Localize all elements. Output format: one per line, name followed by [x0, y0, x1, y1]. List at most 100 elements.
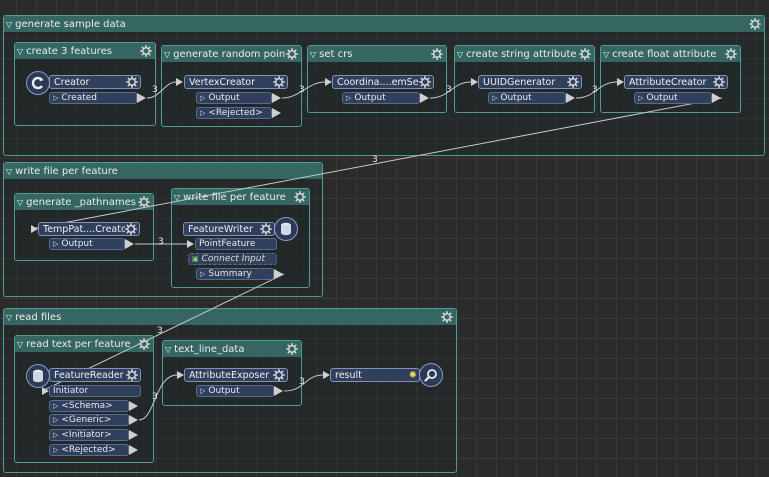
input-arrow-icon[interactable]: [176, 78, 183, 86]
output-arrow-icon[interactable]: [125, 239, 134, 249]
featurewriter-connect-input-port[interactable]: ▣ Connect Input: [188, 253, 277, 265]
bookmark-header[interactable]: ▽ generate _pathnames: [15, 194, 153, 210]
output-arrow-icon[interactable]: [129, 430, 138, 440]
temppathname-creator-transformer[interactable]: TempPat....Creator: [38, 222, 140, 236]
vertexcreator-transformer[interactable]: VertexCreator: [184, 75, 288, 89]
gear-icon[interactable]: [286, 48, 298, 60]
gear-icon[interactable]: [140, 45, 152, 57]
collapse-icon[interactable]: ▽: [310, 49, 317, 59]
bookmark-header[interactable]: ▽ text_line_data: [163, 341, 301, 357]
output-arrow-icon[interactable]: [274, 269, 283, 279]
gear-icon[interactable]: [294, 191, 306, 203]
input-arrow-icon[interactable]: [617, 78, 624, 86]
input-arrow-icon[interactable]: [187, 240, 194, 248]
coordinate-setter-output-port[interactable]: ▷ Output: [342, 92, 429, 104]
magnifier-icon[interactable]: [419, 363, 443, 387]
collapse-icon[interactable]: ▽: [164, 49, 171, 59]
output-arrow-icon[interactable]: [272, 93, 281, 103]
bookmark-header[interactable]: ▽ write file per feature: [4, 163, 322, 179]
attributecreator-transformer[interactable]: AttributeCreator: [624, 75, 728, 89]
bookmark-header[interactable]: ▽ generate sample data: [4, 16, 764, 32]
vertexcreator-output-port[interactable]: ▷ Output: [196, 92, 281, 104]
creator-output-port-created[interactable]: ▷ Created: [49, 92, 146, 104]
featurereader-rejected-port[interactable]: ▷ <Rejected>: [49, 444, 138, 456]
bookmark-header[interactable]: ▽ create 3 features: [15, 43, 155, 59]
uuidgenerator-output-port[interactable]: ▷ Output: [488, 92, 575, 104]
collapse-icon[interactable]: ▽: [174, 192, 181, 202]
transformer-name: UUIDGenerator: [483, 76, 556, 88]
output-arrow-icon[interactable]: [420, 93, 429, 103]
bookmark-header[interactable]: ▽ write file per feature: [172, 189, 309, 205]
bookmark-header[interactable]: ▽ create string attribute: [455, 46, 594, 62]
collapse-icon[interactable]: ▽: [603, 49, 610, 59]
bookmark-header[interactable]: ▽ set crs: [308, 46, 446, 62]
collapse-icon[interactable]: ▽: [17, 197, 24, 207]
gear-icon[interactable]: [441, 311, 453, 323]
collapse-icon[interactable]: ▽: [17, 339, 24, 349]
gear-icon[interactable]: [286, 343, 298, 355]
featurereader-initiator-output-port[interactable]: ▷ <Initiator>: [49, 429, 138, 441]
attributecreator-output-port[interactable]: ▷ Output: [634, 92, 721, 104]
collapse-icon[interactable]: ▽: [165, 344, 172, 354]
gear-icon[interactable]: [138, 196, 150, 208]
input-arrow-icon[interactable]: [471, 78, 478, 86]
output-arrow-icon[interactable]: [712, 93, 721, 103]
bookmark-header[interactable]: ▽ read files: [4, 309, 456, 325]
creator-transformer[interactable]: Creator: [49, 75, 141, 89]
gear-icon[interactable]: [260, 223, 272, 235]
featurereader-schema-port[interactable]: ▷ <Schema>: [49, 400, 138, 412]
input-arrow-icon[interactable]: [325, 78, 332, 86]
collapse-icon[interactable]: ▽: [6, 19, 13, 29]
result-inspector[interactable]: result ✹: [330, 368, 420, 382]
expand-icon: ▷: [53, 94, 59, 102]
transformer-name: Creator: [54, 76, 90, 88]
gear-icon[interactable]: [125, 223, 137, 235]
output-arrow-icon[interactable]: [129, 415, 138, 425]
gear-icon[interactable]: [713, 76, 725, 88]
output-arrow-icon[interactable]: [272, 108, 281, 118]
bookmark-header[interactable]: ▽ create float attribute: [601, 46, 740, 62]
gear-icon[interactable]: [579, 48, 591, 60]
attributeexposer-transformer[interactable]: AttributeExposer: [184, 368, 288, 382]
gear-icon[interactable]: [126, 369, 138, 381]
coordinate-system-setter-transformer[interactable]: Coordina....emSetter: [332, 75, 434, 89]
gear-icon[interactable]: [725, 48, 737, 60]
featurewriter-pointfeature-port[interactable]: PointFeature: [195, 238, 277, 250]
gear-icon[interactable]: [749, 18, 761, 30]
output-arrow-icon[interactable]: [274, 386, 283, 396]
bookmark-header[interactable]: ▽ read text per feature: [15, 336, 153, 352]
collapse-icon[interactable]: ▽: [17, 46, 24, 56]
output-arrow-icon[interactable]: [566, 93, 575, 103]
collapse-icon[interactable]: ▽: [457, 49, 464, 59]
featurewriter-summary-port[interactable]: ▷ Summary: [196, 268, 283, 280]
gear-icon[interactable]: [567, 76, 579, 88]
input-arrow-icon[interactable]: [31, 225, 38, 233]
input-arrow-icon[interactable]: [323, 371, 330, 379]
output-arrow-icon[interactable]: [137, 93, 146, 103]
gear-icon[interactable]: [431, 48, 443, 60]
input-arrow-icon[interactable]: [177, 371, 184, 379]
uuidgenerator-transformer[interactable]: UUIDGenerator: [478, 75, 582, 89]
vertexcreator-rejected-port[interactable]: ▷ <Rejected>: [196, 107, 281, 119]
add-input-icon[interactable]: ▣: [192, 255, 199, 263]
expand-icon: ▷: [638, 94, 644, 102]
temppathname-output-port[interactable]: ▷ Output: [49, 238, 134, 250]
collapse-icon[interactable]: ▽: [6, 166, 13, 176]
input-arrow-icon[interactable]: [42, 387, 49, 395]
featurewriter-transformer[interactable]: FeatureWriter: [183, 222, 275, 236]
gear-icon[interactable]: [126, 76, 138, 88]
featurereader-transformer[interactable]: FeatureReader: [49, 368, 141, 382]
settings-sun-icon[interactable]: ✹: [408, 369, 417, 381]
gear-icon[interactable]: [273, 369, 285, 381]
gear-icon[interactable]: [138, 338, 150, 350]
gear-icon[interactable]: [273, 76, 285, 88]
featurereader-generic-port[interactable]: ▷ <Generic>: [49, 414, 138, 426]
attributeexposer-output-port[interactable]: ▷ Output: [196, 385, 283, 397]
bookmark-header[interactable]: ▽ generate random points: [162, 46, 301, 62]
output-arrow-icon[interactable]: [129, 401, 138, 411]
gear-icon[interactable]: [419, 76, 431, 88]
featurereader-initiator-input-port[interactable]: Initiator: [49, 385, 141, 397]
collapse-icon[interactable]: ▽: [6, 312, 13, 322]
output-arrow-icon[interactable]: [129, 445, 138, 455]
